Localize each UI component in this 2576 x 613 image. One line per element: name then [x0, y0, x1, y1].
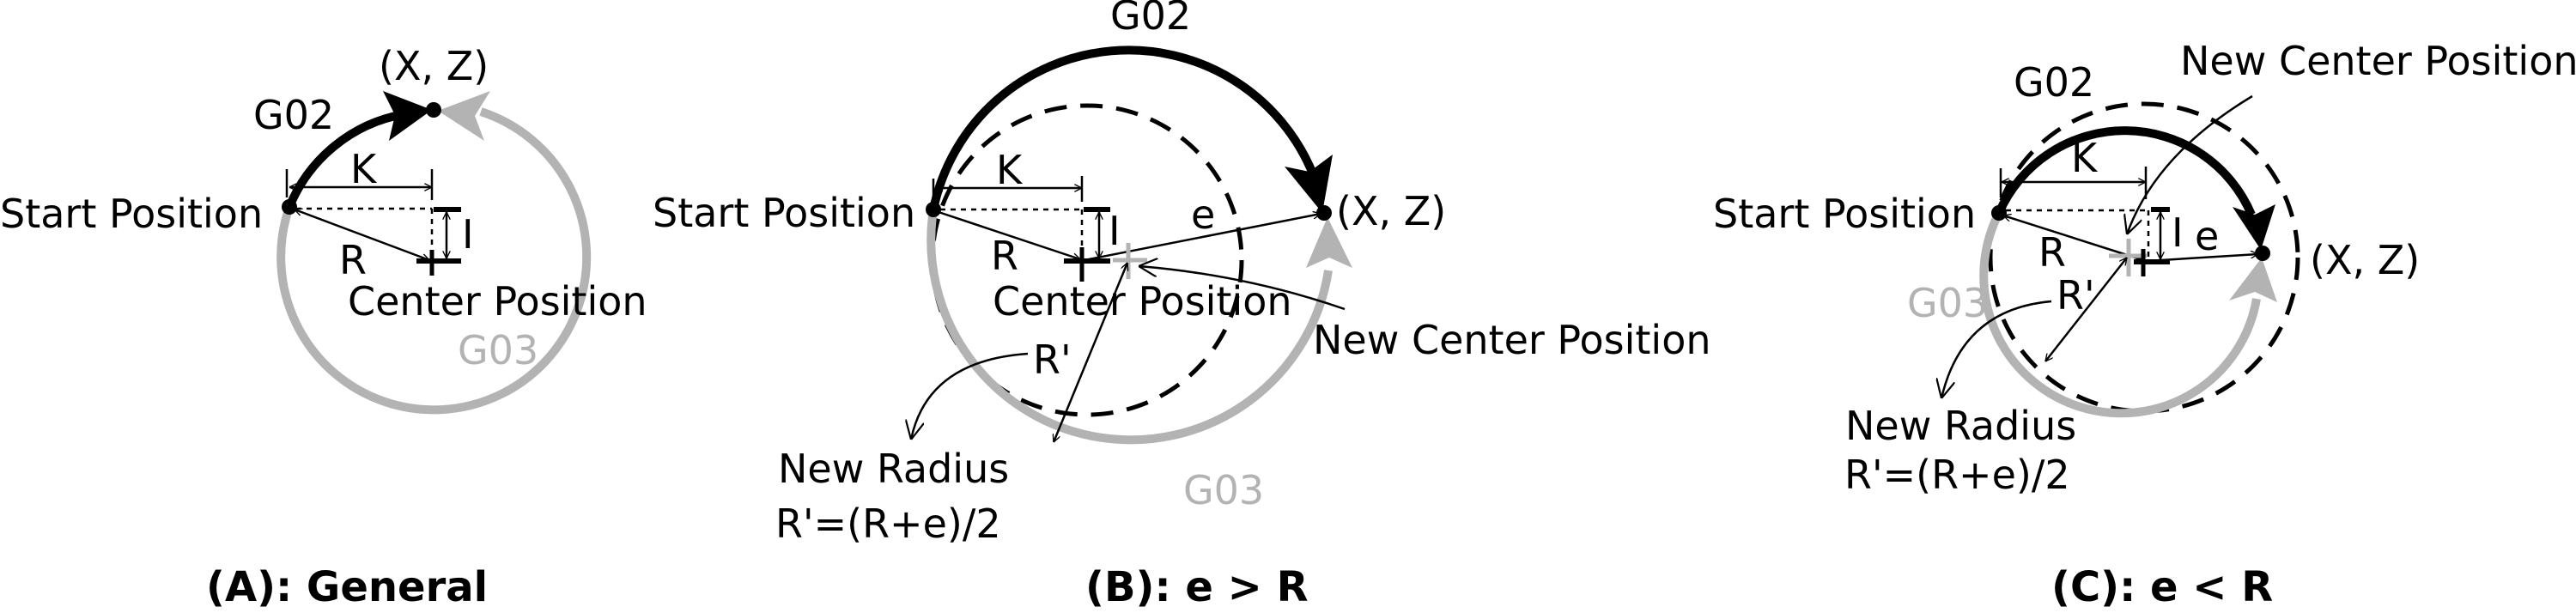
- end-point: [426, 102, 441, 118]
- r-label: R: [2038, 229, 2066, 276]
- r-prime-label: R': [2057, 272, 2095, 319]
- panel-caption: (B): e > R: [1085, 563, 1309, 611]
- start-position-label: Start Position: [653, 190, 915, 236]
- end-point: [1316, 205, 1332, 221]
- i-label: I: [1109, 208, 1121, 254]
- g02-arc: [1995, 126, 2256, 216]
- r-label: R: [991, 233, 1018, 279]
- g03-arrowhead: [2229, 258, 2277, 302]
- panel-b-e-greater-than-r: G02 Start Position K I R e (X, Z) Center…: [653, 0, 1711, 611]
- start-position-label: Start Position: [0, 191, 263, 237]
- r-prime-label: R': [1033, 337, 1072, 383]
- endpoint-label: (X, Z): [379, 43, 489, 89]
- start-point: [1991, 205, 2007, 221]
- new-radius-pointer-arrow: [1941, 300, 2052, 398]
- g03-arc: [1979, 210, 2261, 418]
- e-line: [1084, 214, 1321, 262]
- g02-label: G02: [2014, 59, 2094, 106]
- formula-label: R'=(R+e)/2: [1844, 452, 2070, 498]
- g03-label: G03: [1183, 467, 1264, 513]
- endpoint-label: (X, Z): [2310, 237, 2420, 283]
- k-label: K: [996, 147, 1024, 193]
- r-line: [935, 209, 1080, 259]
- e-line: [2146, 254, 2258, 263]
- new-radius-label: New Radius: [778, 446, 1009, 492]
- new-center-pointer-arrow: [1139, 266, 1346, 311]
- e-label: e: [2195, 213, 2219, 259]
- new-center-position-label: New Center Position: [1313, 317, 1711, 363]
- panel-caption: (C): e < R: [2051, 563, 2273, 611]
- g03-arrowhead: [1306, 217, 1352, 268]
- start-position-label: Start Position: [1713, 191, 1976, 237]
- g03-arc: [276, 107, 592, 415]
- new-radius-line: [1054, 263, 1127, 442]
- g02-arrowhead: [383, 91, 432, 141]
- r-line: [295, 209, 429, 260]
- panel-c-e-less-than-r: New Center Position G02 Start Position K…: [1713, 38, 2576, 611]
- k-label: K: [350, 146, 378, 192]
- g02-arrowhead: [2233, 204, 2275, 250]
- start-point: [926, 202, 941, 217]
- g02-label: G02: [1110, 0, 1191, 39]
- g02-label: G02: [253, 92, 334, 138]
- endpoint-label: (X, Z): [1336, 188, 1446, 234]
- new-radius-label: New Radius: [1845, 403, 2076, 449]
- original-radius-circle: [1988, 101, 2300, 414]
- e-label: e: [1191, 191, 1215, 238]
- panel-a-general: (X, Z) G02 Start Position K I R Center P…: [0, 43, 647, 611]
- formula-label: R'=(R+e)/2: [775, 501, 1001, 547]
- i-label: I: [462, 211, 474, 258]
- g03-label: G03: [458, 327, 538, 373]
- new-center-pointer-arrow: [2127, 94, 2253, 234]
- g03-label: G03: [1907, 280, 1988, 326]
- center-position-label: Center Position: [348, 278, 647, 325]
- new-radius-pointer-arrow: [911, 352, 1029, 440]
- i-label: I: [2172, 209, 2184, 256]
- g03-arrowhead: [438, 91, 490, 141]
- new-center-position-label: New Center Position: [2180, 38, 2576, 84]
- g02-arrowhead: [1285, 155, 1333, 213]
- start-point: [282, 199, 297, 215]
- panel-caption: (A): General: [206, 563, 488, 611]
- r-label: R: [339, 237, 367, 283]
- r-line: [2003, 215, 2144, 262]
- k-label: K: [2071, 135, 2099, 181]
- g02-arc: [929, 46, 1318, 211]
- new-radius-line: [2044, 258, 2128, 361]
- center-position-label: Center Position: [993, 278, 1292, 325]
- end-point: [2255, 246, 2270, 261]
